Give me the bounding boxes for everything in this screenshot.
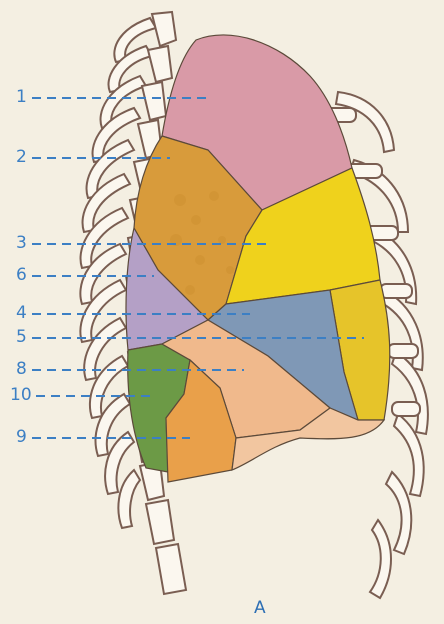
label-2: 2	[16, 149, 27, 166]
label-6: 6	[16, 267, 27, 284]
label-8: 8	[16, 361, 27, 378]
label-10: 10	[10, 387, 32, 404]
label-9: 9	[16, 429, 27, 446]
label-3: 3	[16, 235, 27, 252]
label-5: 5	[16, 329, 27, 346]
label-4: 4	[16, 305, 27, 322]
label-1: 1	[16, 89, 27, 106]
panel-label: A	[254, 598, 266, 618]
